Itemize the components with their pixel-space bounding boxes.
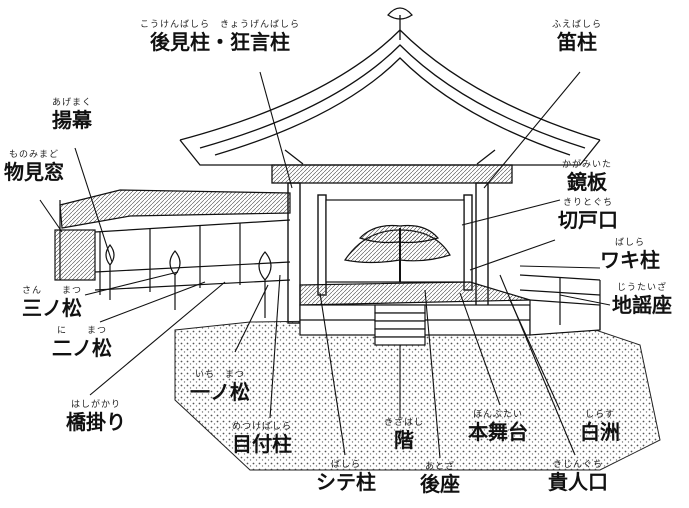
ruby-kizahashi: きざはし <box>384 418 425 428</box>
main-roof <box>179 7 601 184</box>
label-hashigakari: はしがかり 橋掛り <box>66 400 126 434</box>
label-jiutai-za: じうたいざ 地謡座 <box>612 283 672 317</box>
label-kizahashi: きざはし 階 <box>384 418 424 452</box>
ruby-agemaku: あげまく <box>52 98 93 108</box>
stage-floor <box>299 281 601 336</box>
ruby-hashigakari: はしがかり <box>70 400 121 410</box>
label-san-no-matsu: さん まつ 三ノ松 <box>22 286 82 320</box>
ruby-fue: ふえばしら <box>552 20 603 30</box>
text-monomi: 物見窓 <box>4 160 64 184</box>
text-honbutai: 本舞台 <box>468 420 528 444</box>
ruby-kirido: きりとぐち <box>562 198 613 208</box>
text-koken: 後見柱・狂言柱 <box>150 30 290 54</box>
text-fue: 笛柱 <box>557 30 597 54</box>
text-ninomatsu: 二ノ松 <box>52 336 112 360</box>
label-metsuke-bashira: めつけばしら 目付柱 <box>232 422 292 456</box>
ruby-kagami: かがみいた <box>562 160 613 170</box>
text-atoza: 後座 <box>420 472 460 496</box>
pine-trees <box>105 244 272 318</box>
label-fue-bashira: ふえばしら 笛柱 <box>552 20 602 54</box>
ruby-honbutai: ほんぶたい <box>472 410 523 420</box>
label-kagami-ita: かがみいた 鏡板 <box>562 160 612 194</box>
text-metsuke: 目付柱 <box>232 432 292 456</box>
text-agemaku: 揚幕 <box>52 108 92 132</box>
label-agemaku: あげまく 揚幕 <box>52 98 92 132</box>
text-kijinguchi: 貴人口 <box>548 470 608 494</box>
text-ichinomatsu: 一ノ松 <box>190 380 250 404</box>
ruby-shite: ばしら <box>330 460 361 470</box>
label-kirido-guchi: きりとぐち 切戸口 <box>558 198 618 232</box>
ruby-monomi: ものみまど <box>8 150 59 160</box>
kagami-ita-panel <box>325 199 465 283</box>
ruby-kijinguchi: きじんぐち <box>552 460 603 470</box>
text-waki: ワキ柱 <box>600 248 660 272</box>
ruby-ichinomatsu: いち まつ <box>194 370 245 380</box>
text-sannomatsu: 三ノ松 <box>22 296 82 320</box>
ruby-atoza: あとざ <box>424 462 455 472</box>
label-honbutai: ほんぶたい 本舞台 <box>468 410 528 444</box>
ruby-koken: こうけんばしら きょうげんばしら <box>140 20 301 30</box>
ruby-jiutai: じうたいざ <box>616 283 667 293</box>
label-shirasu: しらす 白洲 <box>580 410 620 444</box>
label-atoza: あとざ 後座 <box>420 462 460 496</box>
jiutai-za-railing <box>519 274 601 330</box>
ruby-waki: ばしら <box>614 238 645 248</box>
text-shirasu: 白洲 <box>580 420 620 444</box>
label-kijinguchi: きじんぐち 貴人口 <box>548 460 608 494</box>
label-ichi-no-matsu: いち まつ 一ノ松 <box>190 370 250 404</box>
leader-lines <box>39 71 611 459</box>
label-ni-no-matsu: に まつ 二ノ松 <box>52 326 112 360</box>
text-kagami: 鏡板 <box>567 170 607 194</box>
text-shite: シテ柱 <box>316 470 376 494</box>
text-kirido: 切戸口 <box>558 208 618 232</box>
label-shite-bashira: ばしら シテ柱 <box>316 460 376 494</box>
ruby-metsuke: めつけばしら <box>232 422 293 432</box>
label-monomi-mado: ものみまど 物見窓 <box>4 150 64 184</box>
text-kizahashi: 階 <box>394 428 414 452</box>
kizahashi-steps <box>374 304 426 346</box>
label-koken-kyogen-bashira: こうけんばしら きょうげんばしら 後見柱・狂言柱 <box>140 20 300 54</box>
text-hashigakari: 橋掛り <box>66 410 126 434</box>
ruby-sannomatsu: さん まつ <box>22 286 83 296</box>
ruby-ninomatsu: に まつ <box>56 326 107 336</box>
label-waki-bashira: ばしら ワキ柱 <box>600 238 660 272</box>
hashigakari-bridge <box>54 189 291 295</box>
text-jiutai: 地謡座 <box>612 293 672 317</box>
ruby-shirasu: しらす <box>585 410 615 420</box>
